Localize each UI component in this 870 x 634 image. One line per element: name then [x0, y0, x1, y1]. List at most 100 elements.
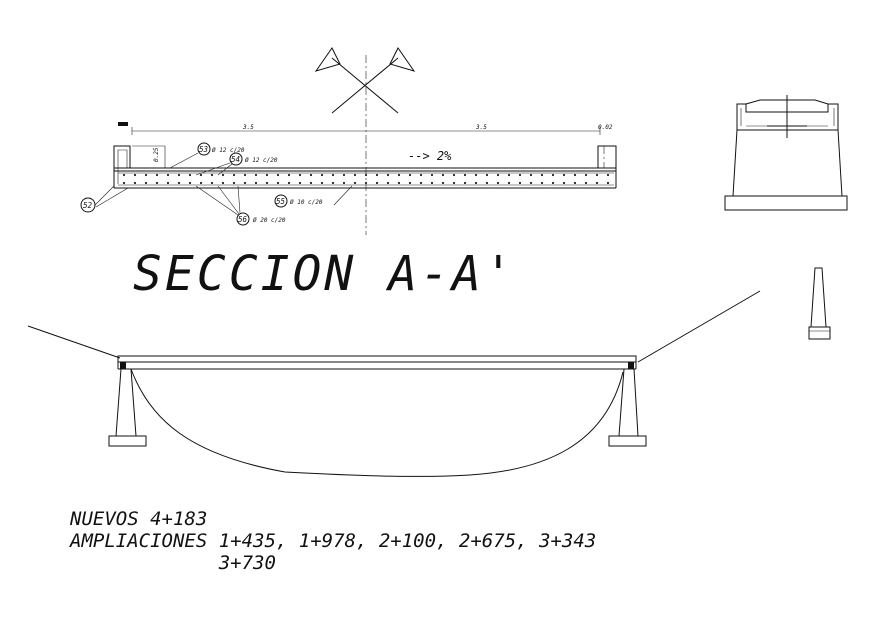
rebar-dot: [474, 173, 478, 177]
rebar-dot: [199, 181, 203, 185]
rebar-dot: [430, 181, 434, 185]
rebar-dot: [342, 173, 346, 177]
rebar-dot: [463, 181, 467, 185]
rebar-dot: [177, 181, 181, 185]
rebar-dot: [331, 181, 335, 185]
rebar-dot: [144, 173, 148, 177]
rebar-mark-52: 52: [83, 201, 93, 210]
dim-right: 3.5: [475, 124, 487, 131]
rebar-dot: [144, 181, 148, 185]
rebar-dot: [232, 181, 236, 185]
rebar-dot: [166, 173, 170, 177]
rebar-dots: [122, 173, 610, 185]
rebar-dot: [166, 181, 170, 185]
dim-edge: 0.02: [598, 124, 613, 131]
rebar-dot: [265, 173, 269, 177]
rebar-spec-53: Ø 12 c/20: [212, 147, 245, 154]
rebar-mark-55: 55: [276, 197, 286, 206]
rebar-dot: [397, 173, 401, 177]
rebar-dot: [452, 181, 456, 185]
rebar-dot: [474, 181, 478, 185]
rebar-dot: [243, 181, 247, 185]
rebar-callout-55: 55 Ø 10 c/20: [274, 185, 353, 208]
rebar-spec-56: Ø 20 c/20: [253, 217, 286, 224]
rebar-callout-56: 56 Ø 20 c/20: [195, 185, 286, 226]
rebar-dot: [595, 181, 599, 185]
rebar-dot: [573, 173, 577, 177]
rebar-mark-53: 53: [199, 145, 209, 154]
slope-label: --> 2%: [408, 149, 452, 163]
rebar-dot: [342, 181, 346, 185]
pier-elevation-detail: [808, 267, 831, 340]
bridge-elevation: [27, 290, 761, 477]
rebar-dot: [155, 173, 159, 177]
rebar-dot: [507, 173, 511, 177]
rebar-dot: [584, 181, 588, 185]
rebar-dot: [507, 181, 511, 185]
rebar-dot: [496, 173, 500, 177]
rebar-dot: [595, 173, 599, 177]
rebar-dot: [287, 173, 291, 177]
rebar-dot: [386, 181, 390, 185]
rebar-dot: [562, 181, 566, 185]
rebar-callout-54: 54 Ø 12 c/20: [195, 152, 278, 176]
rebar-dot: [199, 173, 203, 177]
rebar-mark-56: 56: [238, 215, 248, 224]
rebar-dot: [188, 181, 192, 185]
rebar-dot: [243, 173, 247, 177]
rebar-dot: [287, 181, 291, 185]
rebar-dot: [188, 173, 192, 177]
rebar-dot: [573, 181, 577, 185]
rebar-dot: [463, 173, 467, 177]
rebar-dot: [441, 181, 445, 185]
rebar-dot: [155, 181, 159, 185]
rebar-dot: [606, 181, 610, 185]
rebar-dot: [331, 173, 335, 177]
rebar-dot: [320, 173, 324, 177]
rebar-dot: [364, 173, 368, 177]
deck-cross-section: 3.5 3.5 0.02 0.25 --> 2% 53 Ø 12 c/20 54: [80, 122, 617, 226]
rebar-dot: [210, 173, 214, 177]
rebar-dot: [485, 181, 489, 185]
rebar-spec-54: Ø 12 c/20: [245, 157, 278, 164]
rebar-dot: [309, 181, 313, 185]
rebar-dot: [540, 181, 544, 185]
rebar-dot: [122, 173, 126, 177]
rebar-dot: [606, 173, 610, 177]
notes-block: NUEVOS 4+183 AMPLIACIONES 1+435, 1+978, …: [70, 508, 596, 574]
rebar-dot: [419, 181, 423, 185]
rebar-dot: [375, 181, 379, 185]
rebar-dot: [584, 173, 588, 177]
rebar-dot: [232, 173, 236, 177]
rebar-dot: [254, 173, 258, 177]
rebar-dot: [122, 181, 126, 185]
notes-line-continuation: 3+730: [70, 552, 276, 574]
rebar-dot: [419, 173, 423, 177]
rebar-dot: [397, 181, 401, 185]
notes-line-nuevos: NUEVOS 4+183: [70, 508, 208, 530]
section-cut-marker: [314, 47, 416, 114]
rebar-callout-52: 52: [80, 185, 129, 213]
rebar-dot: [276, 181, 280, 185]
section-title: SECCION A-A': [133, 246, 516, 302]
rebar-dot: [485, 173, 489, 177]
rebar-dot: [529, 181, 533, 185]
rebar-dot: [221, 173, 225, 177]
rebar-dot: [221, 181, 225, 185]
rebar-dot: [551, 181, 555, 185]
rebar-dot: [298, 181, 302, 185]
rebar-dot: [177, 173, 181, 177]
rebar-dot: [309, 173, 313, 177]
rebar-dot: [386, 173, 390, 177]
rebar-dot: [408, 173, 412, 177]
rebar-dot: [353, 181, 357, 185]
rebar-dot: [430, 173, 434, 177]
rebar-dot: [276, 173, 280, 177]
rebar-dot: [133, 173, 137, 177]
rebar-dot: [375, 173, 379, 177]
rebar-dot: [518, 173, 522, 177]
rebar-dot: [496, 181, 500, 185]
rebar-dot: [364, 181, 368, 185]
dim-curb: 0.25: [153, 147, 160, 162]
rebar-dot: [210, 181, 214, 185]
